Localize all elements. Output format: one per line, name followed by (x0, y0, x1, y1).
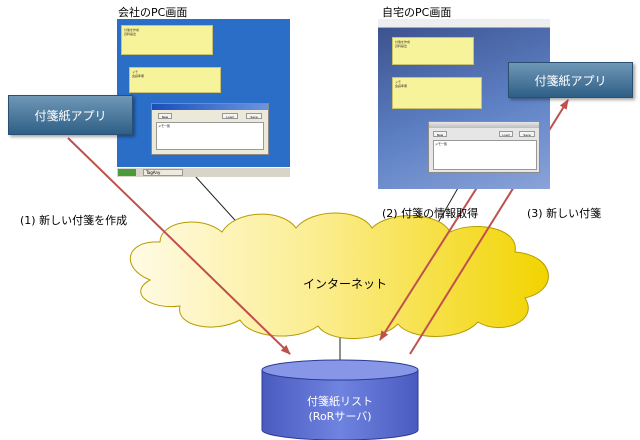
tagany-window: New Load Save メモ一覧 (151, 103, 269, 155)
new-button[interactable]: New (433, 131, 447, 137)
internet-cloud (129, 212, 549, 339)
note-list-area[interactable]: メモ一覧 (156, 122, 264, 150)
database-cylinder (261, 359, 419, 440)
sticky-note: 付箋を作成資料提出 (392, 37, 474, 65)
home-pc-title: 自宅のPC画面 (382, 6, 452, 19)
step1-label: (1) 新しい付箋を作成 (20, 214, 128, 227)
sticky-note: メモ会議準備 (129, 67, 221, 93)
load-button[interactable]: Load (222, 113, 238, 119)
arrow-step1 (67, 137, 291, 355)
start-button[interactable] (118, 169, 136, 176)
load-button[interactable]: Load (499, 131, 513, 137)
database-label-line1: 付箋紙リスト (307, 395, 373, 408)
sticky-app-box-left: 付箋紙アプリ (8, 95, 133, 135)
mac-menubar (378, 19, 550, 28)
save-button[interactable]: Save (519, 131, 535, 137)
sticky-app-box-right: 付箋紙アプリ (508, 62, 633, 98)
window-titlebar (152, 104, 268, 110)
tagany-window: New Load Save メモ一覧 (428, 121, 540, 173)
sticky-note: メモ会議準備 (392, 77, 482, 109)
internet-label: インターネット (303, 277, 388, 291)
step3-label: (3) 新しい付箋 (527, 207, 602, 220)
home-pc-screen: 付箋を作成資料提出 メモ会議準備 New Load Save メモ一覧 (378, 19, 550, 189)
office-pc-screen: 付箋を作成資料提出 メモ会議準備 New Load Save メモ一覧 TagA… (117, 19, 290, 177)
window-titlebar (429, 122, 539, 128)
office-pc-title: 会社のPC画面 (118, 6, 188, 19)
taskbar-item[interactable]: TagAny (143, 169, 183, 176)
new-button[interactable]: New (158, 113, 172, 119)
taskbar: TagAny (117, 167, 290, 177)
save-button[interactable]: Save (246, 113, 262, 119)
sticky-note: 付箋を作成資料提出 (121, 25, 213, 55)
database-label-line2: (RoRサーバ) (308, 410, 372, 423)
note-list-area[interactable]: メモ一覧 (433, 140, 537, 170)
step2-label: (2) 付箋の情報取得 (382, 207, 479, 220)
